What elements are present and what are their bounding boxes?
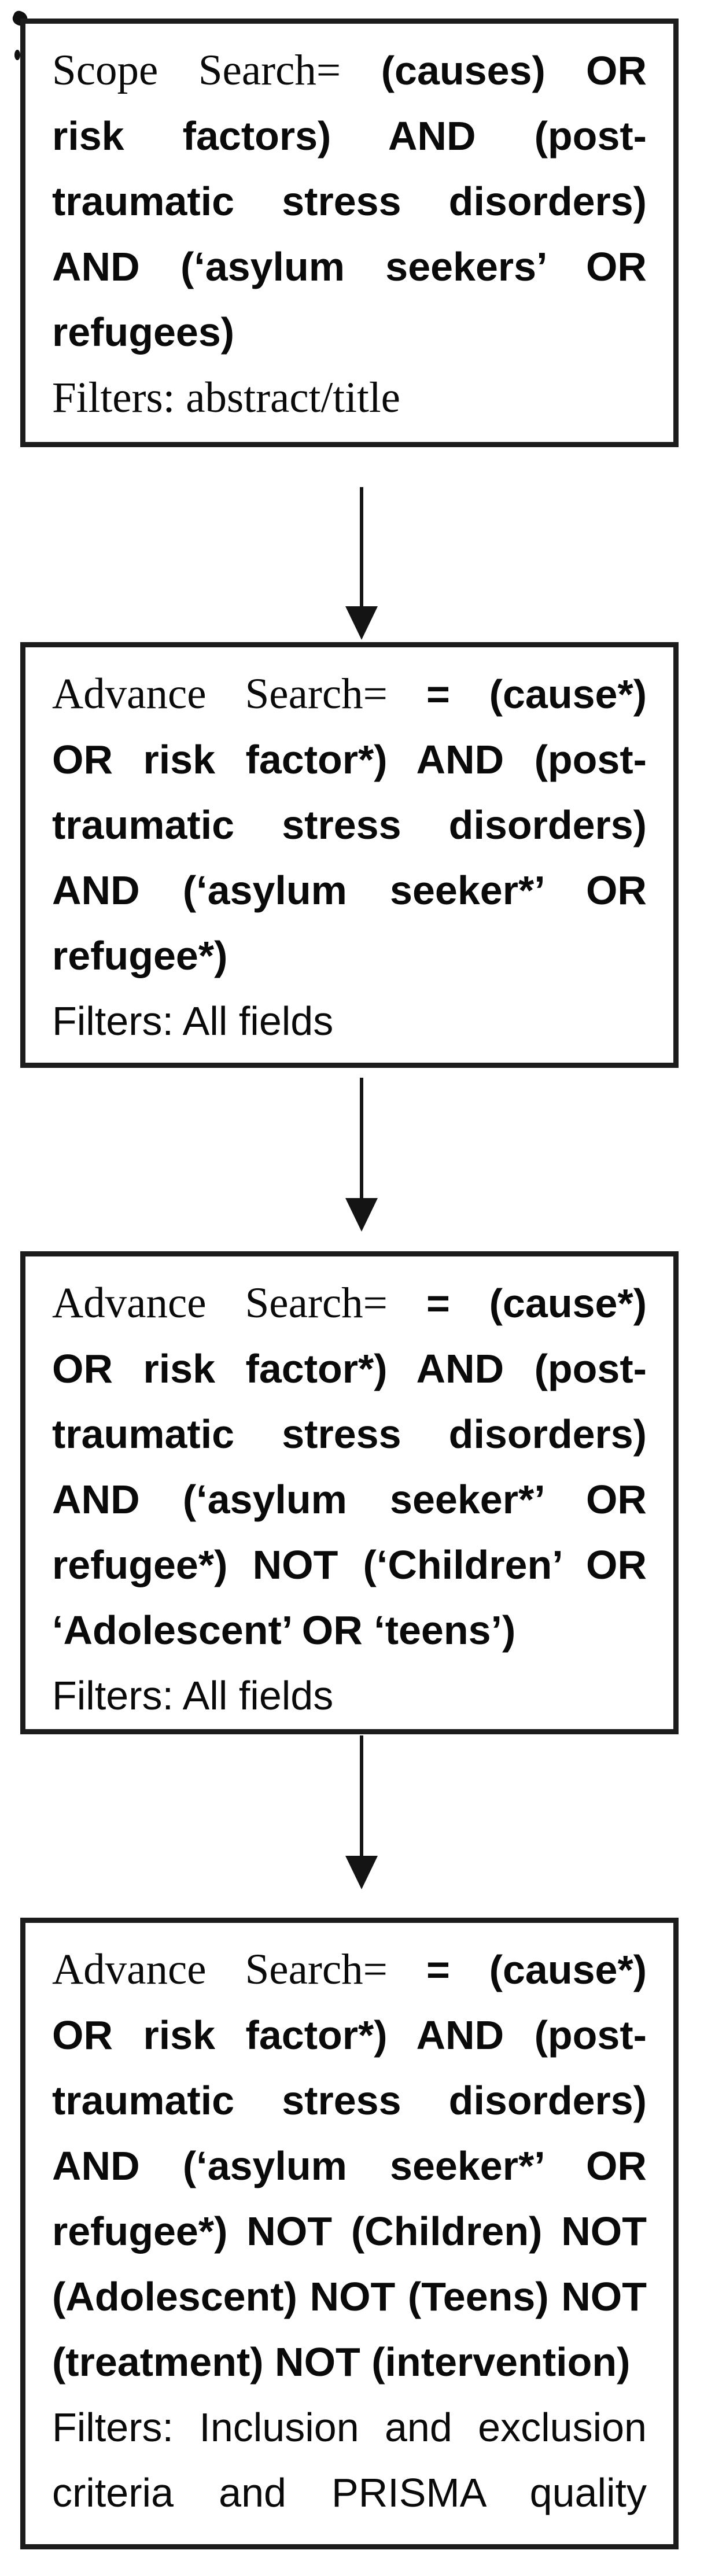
search-label-text: Filters: abstract/title (52, 374, 400, 422)
search-label-text: Advance Search= (52, 670, 427, 718)
down-arrow-icon (345, 1735, 378, 1889)
query-text: refugee*) (52, 933, 228, 978)
arrow-stem (360, 487, 363, 607)
query-text: AND (‘asylum seeker*’ OR (52, 2143, 647, 2188)
query-text: Filters: Inclusion and exclusion (52, 2405, 647, 2450)
query-line: Filters: Inclusion and exclusion (52, 2395, 647, 2460)
query-text: refugees) (52, 309, 235, 355)
arrow-head (345, 1856, 378, 1889)
query-line: Filters: All fields (52, 989, 647, 1054)
arrow-stem (360, 1078, 363, 1199)
query-line: Scope Search= (causes) OR (52, 38, 647, 104)
arrow-stem (360, 1735, 363, 1857)
query-line: AND (‘asylum seeker*’ OR (52, 2133, 647, 2199)
search-label-text: Scope Search= (52, 46, 381, 94)
query-text: ‘Adolescent’ OR ‘teens’) (52, 1608, 516, 1653)
query-text: (Adolescent) NOT (Teens) NOT (52, 2274, 647, 2319)
query-line: OR risk factor*) AND (post- (52, 727, 647, 793)
query-line: Filters: All fields (52, 1663, 647, 1729)
query-line: risk factors) AND (post- (52, 104, 647, 169)
query-text: = (cause*) (426, 1281, 647, 1326)
query-text: = (cause*) (426, 1947, 647, 1992)
query-line: refugee*) NOT (‘Children’ OR (52, 1532, 647, 1598)
query-text: (treatment) NOT (intervention) (52, 2339, 631, 2385)
query-text: refugee*) NOT (Children) NOT (52, 2209, 647, 2254)
query-text: OR risk factor*) AND (post- (52, 1346, 647, 1391)
query-line: ‘Adolescent’ OR ‘teens’) (52, 1598, 647, 1663)
query-line: OR risk factor*) AND (post- (52, 1336, 647, 1402)
query-line: Advance Search= = (cause*) (52, 661, 647, 727)
query-line: refugee*) NOT (Children) NOT (52, 2199, 647, 2264)
down-arrow-icon (345, 1078, 378, 1232)
query-text: traumatic stress disorders) (52, 179, 647, 224)
advance-search-box-3: Advance Search= = (cause*) OR risk factor… (20, 1918, 679, 2549)
query-line: AND (‘asylum seeker*’ OR (52, 858, 647, 923)
query-line: traumatic stress disorders) (52, 1402, 647, 1467)
query-text: Filters: All fields (52, 998, 334, 1044)
query-line: traumatic stress disorders) (52, 2068, 647, 2133)
arrow-head (345, 1198, 378, 1232)
query-text: traumatic stress disorders) (52, 1412, 647, 1457)
query-text: refugee*) NOT (‘Children’ OR (52, 1542, 647, 1587)
query-text: Filters: All fields (52, 1673, 334, 1718)
query-line: OR risk factor*) AND (post- (52, 2003, 647, 2068)
query-line: (treatment) NOT (intervention) (52, 2330, 647, 2395)
query-line: criteria and PRISMA quality (52, 2460, 647, 2526)
down-arrow-icon (345, 487, 378, 640)
scan-artifact (14, 50, 20, 60)
search-label-text: Advance Search= (52, 1945, 427, 1993)
query-text: traumatic stress disorders) (52, 802, 647, 847)
advance-search-box-2: Advance Search= = (cause*) OR risk factor… (20, 1251, 679, 1734)
query-line: refugees) (52, 300, 647, 365)
search-label-text: Advance Search= (52, 1279, 427, 1327)
advance-search-box-1: Advance Search= = (cause*) OR risk factor… (20, 642, 679, 1068)
query-line: Advance Search= = (cause*) (52, 1937, 647, 2003)
query-text: AND (‘asylum seeker*’ OR (52, 1477, 647, 1522)
query-line: AND (‘asylum seeker*’ OR (52, 1467, 647, 1532)
query-line: traumatic stress disorders) (52, 169, 647, 234)
scope-search-box: Scope Search= (causes) OR risk factors) A… (20, 19, 679, 447)
query-text: (causes) OR (381, 48, 647, 93)
query-line: (Adolescent) NOT (Teens) NOT (52, 2264, 647, 2330)
query-text: AND (‘asylum seeker*’ OR (52, 868, 647, 913)
query-line: refugee*) (52, 923, 647, 989)
arrow-head (345, 606, 378, 640)
query-text: = (cause*) (426, 672, 647, 717)
query-text: risk factors) AND (post- (52, 113, 647, 159)
query-line: Advance Search= = (cause*) (52, 1270, 647, 1336)
query-text: criteria and PRISMA quality (52, 2470, 647, 2515)
query-text: traumatic stress disorders) (52, 2078, 647, 2123)
query-line: AND (‘asylum seekers’ OR (52, 234, 647, 300)
query-text: AND (‘asylum seekers’ OR (52, 244, 647, 289)
query-text: OR risk factor*) AND (post- (52, 2013, 647, 2058)
query-text: OR risk factor*) AND (post- (52, 737, 647, 782)
query-line: traumatic stress disorders) (52, 793, 647, 858)
query-line: Filters: abstract/title (52, 365, 647, 431)
